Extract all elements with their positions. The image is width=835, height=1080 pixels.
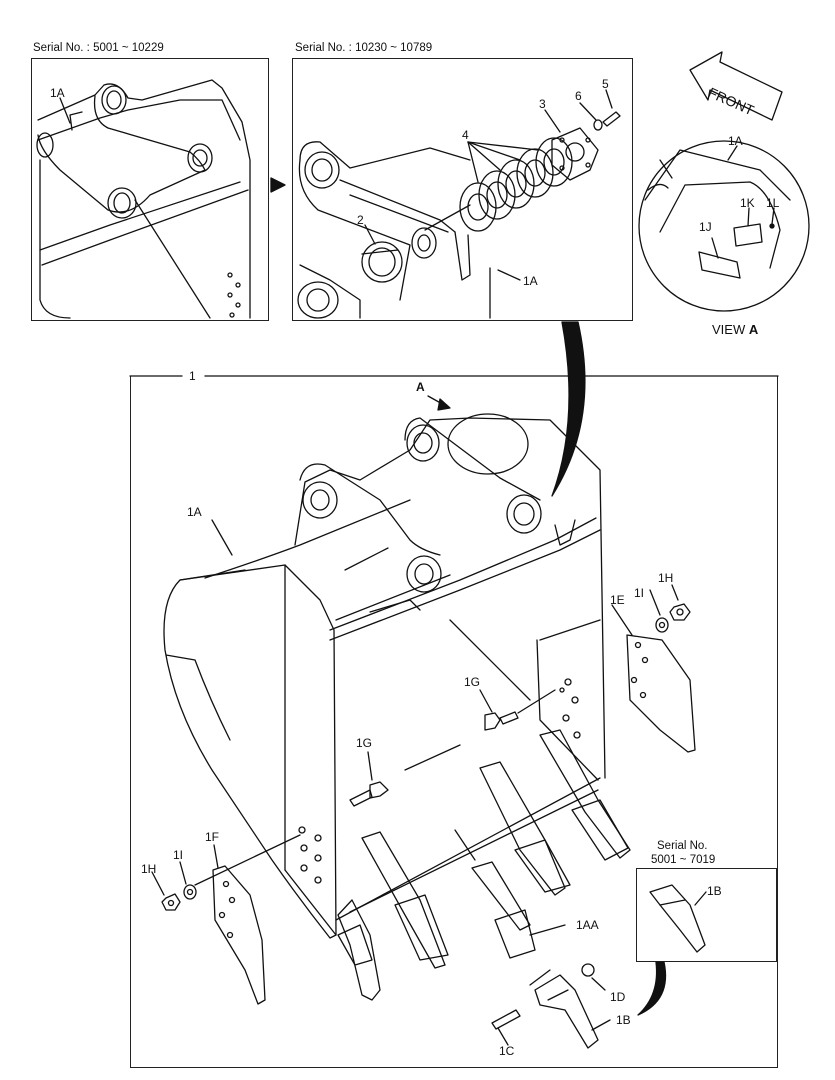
callout-1a-top-right: 1A	[523, 274, 538, 288]
callout-1g-right: 1G	[464, 675, 481, 689]
callout-2: 2	[357, 213, 364, 227]
tooth-1b-variant	[649, 884, 707, 953]
view-letter: A	[748, 322, 759, 337]
detail-panel-top-left	[31, 58, 269, 321]
serial-header-left: Serial No. : 5001 ~ 10229	[33, 42, 164, 54]
callout-1i-left: 1I	[173, 848, 184, 862]
callout-5: 5	[602, 77, 609, 91]
callout-1h-right: 1H	[658, 571, 674, 585]
callout-4: 4	[462, 128, 469, 142]
view-a-caption: VIEW A	[712, 323, 758, 337]
callout-1e: 1E	[610, 593, 625, 607]
callout-1d: 1D	[610, 990, 626, 1004]
callout-1aa: 1AA	[576, 918, 599, 932]
detail-panel-top-right	[292, 58, 633, 321]
callout-1h-left: 1H	[141, 862, 157, 876]
tooth-detail-pointer	[637, 961, 667, 1016]
callout-1f: 1F	[205, 830, 220, 844]
front-direction-arrow	[689, 51, 783, 121]
callout-1b: 1B	[616, 1013, 631, 1027]
top-right-bucket-detail	[297, 89, 621, 319]
callout-1: 1	[189, 369, 196, 383]
callout-1b-small: 1B	[707, 884, 722, 898]
transition-arrow	[270, 177, 286, 193]
callout-1k: 1K	[740, 196, 755, 210]
serial-detail-panel-small	[636, 868, 777, 962]
callout-1j: 1J	[699, 220, 712, 234]
callout-1i-right: 1I	[634, 586, 645, 600]
callout-1g-left: 1G	[356, 736, 373, 750]
serial-header-right: Serial No. : 10230 ~ 10789	[295, 42, 433, 54]
serial-small-line1: Serial No.	[657, 840, 708, 852]
callout-1l: 1L	[766, 196, 780, 210]
view-label: VIEW	[712, 322, 746, 337]
top-left-bucket-detail	[36, 79, 251, 319]
callout-1a-top-left: 1A	[50, 86, 65, 100]
main-bucket	[151, 395, 696, 1049]
main-assembly-frame	[130, 376, 778, 1068]
callout-1a-view: 1A	[728, 134, 743, 148]
callout-a-arrow: A	[416, 380, 425, 394]
view-a-detail	[638, 140, 810, 312]
callout-1c: 1C	[499, 1044, 515, 1058]
detail-pointer-curve	[551, 321, 586, 497]
serial-small-line2: 5001 ~ 7019	[651, 854, 716, 866]
callout-1a-main: 1A	[187, 505, 202, 519]
callout-6: 6	[575, 89, 582, 103]
teeth-row	[337, 729, 631, 1001]
callout-3: 3	[539, 97, 546, 111]
